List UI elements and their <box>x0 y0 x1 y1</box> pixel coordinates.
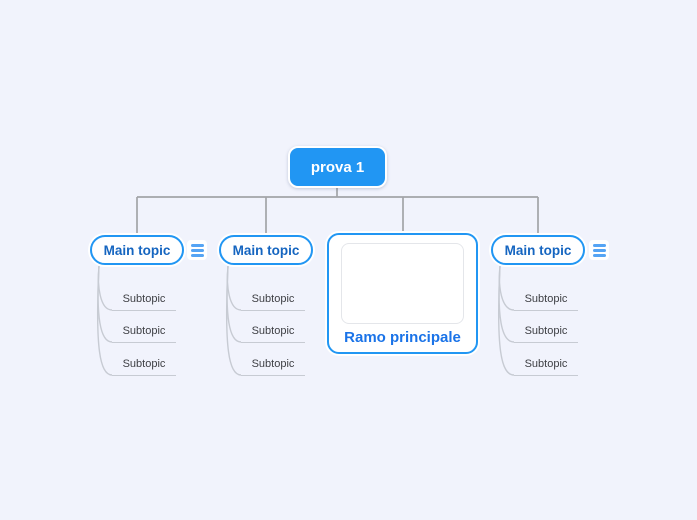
image-placeholder <box>341 243 464 324</box>
image-branch-node[interactable]: Ramo principale <box>327 233 478 354</box>
main-topic-node-1[interactable]: Main topic <box>90 235 184 265</box>
menu-bar <box>592 243 606 247</box>
subtopic-connectors <box>96 265 515 376</box>
subtopic-node[interactable]: Subtopic <box>514 293 578 311</box>
image-branch-label: Ramo principale <box>344 329 461 346</box>
menu-bar <box>592 248 606 252</box>
subtopic-node[interactable]: Subtopic <box>514 325 578 343</box>
subtopic-node[interactable]: Subtopic <box>241 358 305 376</box>
menu-bar <box>592 253 606 257</box>
menu-bar <box>190 253 204 257</box>
root-topic-node[interactable]: prova 1 <box>288 146 387 188</box>
subtopic-node[interactable]: Subtopic <box>112 325 176 343</box>
tree-connectors <box>136 187 539 236</box>
subtopic-node[interactable]: Subtopic <box>112 358 176 376</box>
main-topic-node-4[interactable]: Main topic <box>491 235 585 265</box>
menu-bar <box>190 248 204 252</box>
main-topic-node-2[interactable]: Main topic <box>219 235 313 265</box>
hamburger-menu-icon[interactable] <box>589 240 609 260</box>
subtopic-node[interactable]: Subtopic <box>514 358 578 376</box>
subtopic-node[interactable]: Subtopic <box>112 293 176 311</box>
subtopic-node[interactable]: Subtopic <box>241 325 305 343</box>
subtopic-node[interactable]: Subtopic <box>241 293 305 311</box>
hamburger-menu-icon[interactable] <box>187 240 207 260</box>
menu-bar <box>190 243 204 247</box>
